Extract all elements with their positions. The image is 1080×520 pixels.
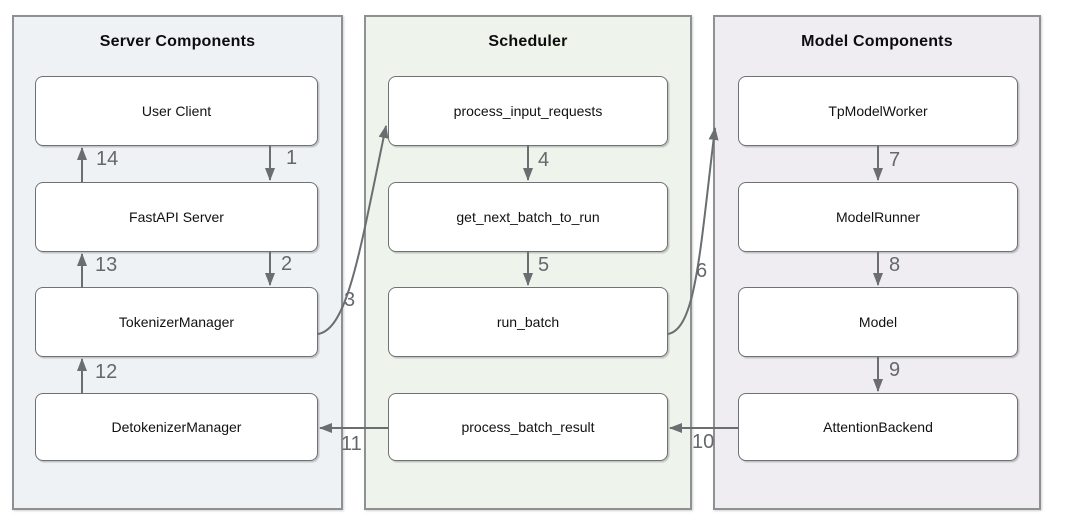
node-label-detokenizer-manager: DetokenizerManager xyxy=(111,419,242,435)
edge-label-13: 13 xyxy=(95,254,118,276)
node-tp-model-worker: TpModelWorker xyxy=(738,76,1018,146)
edge-label-8: 8 xyxy=(889,254,901,276)
edge-label-5: 5 xyxy=(538,254,550,276)
node-model-runner: ModelRunner xyxy=(738,182,1018,252)
edge-label-7: 7 xyxy=(889,149,901,171)
edge-label-6: 6 xyxy=(696,260,708,282)
node-process-input-requests: process_input_requests xyxy=(388,76,668,146)
node-label-user-client: User Client xyxy=(141,103,212,119)
edge-label-10: 10 xyxy=(692,431,715,453)
node-detokenizer-manager: DetokenizerManager xyxy=(35,393,318,461)
edge-label-3: 3 xyxy=(344,289,356,311)
edge-label-1: 1 xyxy=(286,147,298,169)
edge-label-11: 11 xyxy=(341,433,362,455)
group-title-server-components: Server Components xyxy=(99,33,256,50)
edge-label-2: 2 xyxy=(281,253,293,275)
node-label-attention-backend: AttentionBackend xyxy=(823,419,933,435)
node-run-batch: run_batch xyxy=(388,287,668,357)
edge-label-14: 14 xyxy=(96,148,119,170)
node-label-model-runner: ModelRunner xyxy=(835,209,921,225)
node-label-process-input-requests: process_input_requests xyxy=(453,103,603,119)
edge-label-12: 12 xyxy=(95,361,118,383)
edge-label-4: 4 xyxy=(538,149,550,171)
node-get-next-batch-to-run: get_next_batch_to_run xyxy=(388,182,668,252)
node-fastapi-server: FastAPI Server xyxy=(35,182,318,252)
node-label-tp-model-worker: TpModelWorker xyxy=(828,103,928,119)
node-process-batch-result: process_batch_result xyxy=(388,393,668,461)
node-label-tokenizer-manager: TokenizerManager xyxy=(118,314,235,330)
node-label-model: Model xyxy=(858,314,898,330)
node-attention-backend: AttentionBackend xyxy=(738,393,1018,461)
node-label-process-batch-result: process_batch_result xyxy=(461,419,595,435)
node-user-client: User Client xyxy=(35,76,318,146)
node-label-run-batch: run_batch xyxy=(496,314,560,330)
group-title-model-components: Model Components xyxy=(801,33,953,50)
node-label-fastapi-server: FastAPI Server xyxy=(129,209,224,225)
node-label-get-next-batch-to-run: get_next_batch_to_run xyxy=(456,209,600,225)
node-model: Model xyxy=(738,287,1018,357)
edge-label-9: 9 xyxy=(889,359,901,381)
group-title-scheduler: Scheduler xyxy=(488,33,568,50)
node-tokenizer-manager: TokenizerManager xyxy=(35,287,318,357)
